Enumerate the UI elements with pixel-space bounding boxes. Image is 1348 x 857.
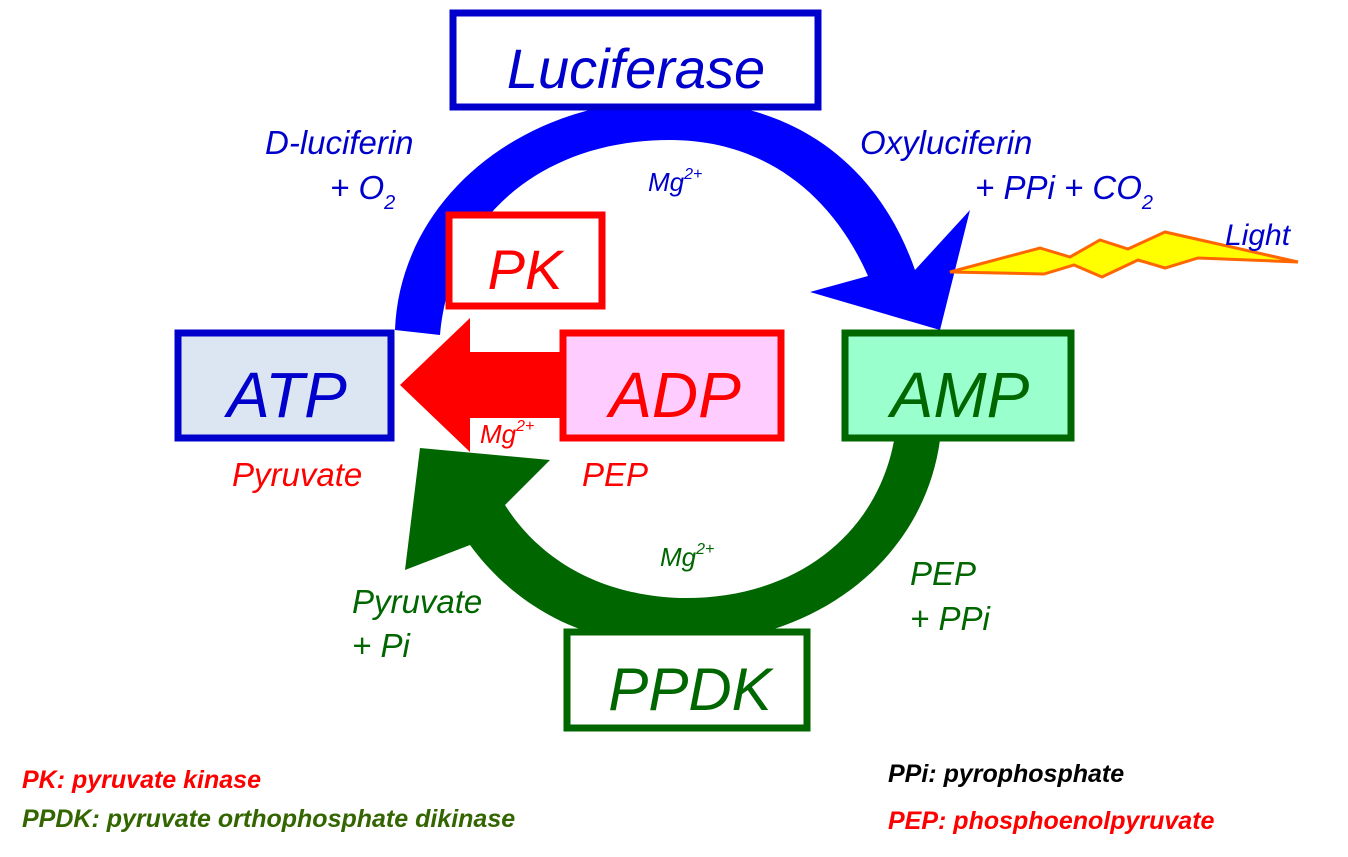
plus-pi-label: + Pi — [352, 627, 411, 664]
pk-box — [445, 211, 606, 310]
ppdk-label: PPDK — [608, 656, 774, 723]
ppi-co2-label: + PPi + CO2 — [975, 169, 1153, 214]
pk-arrow — [400, 318, 565, 452]
plus-ppi-label: + PPi — [910, 600, 991, 637]
legend-ppdk: PPDK: pyruvate orthophosphate dikinase — [22, 805, 515, 833]
pyruvate-green-label: Pyruvate — [352, 583, 482, 620]
ppdk-box — [563, 628, 811, 732]
luciferase-arc-arrow — [395, 100, 970, 335]
pep-green-label: PEP — [910, 555, 976, 592]
pyruvate-red-label: Pyruvate — [232, 456, 362, 493]
amp-box — [841, 329, 1075, 442]
mg-luciferase-label: Mg2+ — [648, 166, 702, 197]
light-label: Light — [1225, 219, 1292, 252]
luciferase-box — [449, 9, 822, 111]
d-luciferin-label: D-luciferin — [265, 124, 414, 161]
ppdk-arc-arrow — [405, 435, 940, 646]
atp-box — [174, 329, 395, 442]
legend-pep: PEP: phosphoenolpyruvate — [888, 807, 1215, 835]
plus-o2-label: + O2 — [330, 169, 395, 214]
adp-box — [559, 329, 785, 442]
light-bolt-icon — [949, 230, 1299, 279]
mg-ppdk-label: Mg2+ — [660, 541, 714, 572]
pep-red-label: PEP — [582, 456, 648, 493]
oxyluciferin-label: Oxyluciferin — [860, 124, 1032, 161]
atp-label: ATP — [223, 359, 347, 431]
amp-label: AMP — [887, 359, 1030, 431]
luciferase-label: Luciferase — [507, 37, 765, 100]
legend-pk: PK: pyruvate kinase — [22, 766, 261, 794]
adp-label: ADP — [605, 359, 741, 431]
pk-label: PK — [488, 238, 565, 301]
legend-ppi: PPi: pyrophosphate — [888, 760, 1124, 788]
mg-pk-label: Mg2+ — [480, 418, 534, 449]
